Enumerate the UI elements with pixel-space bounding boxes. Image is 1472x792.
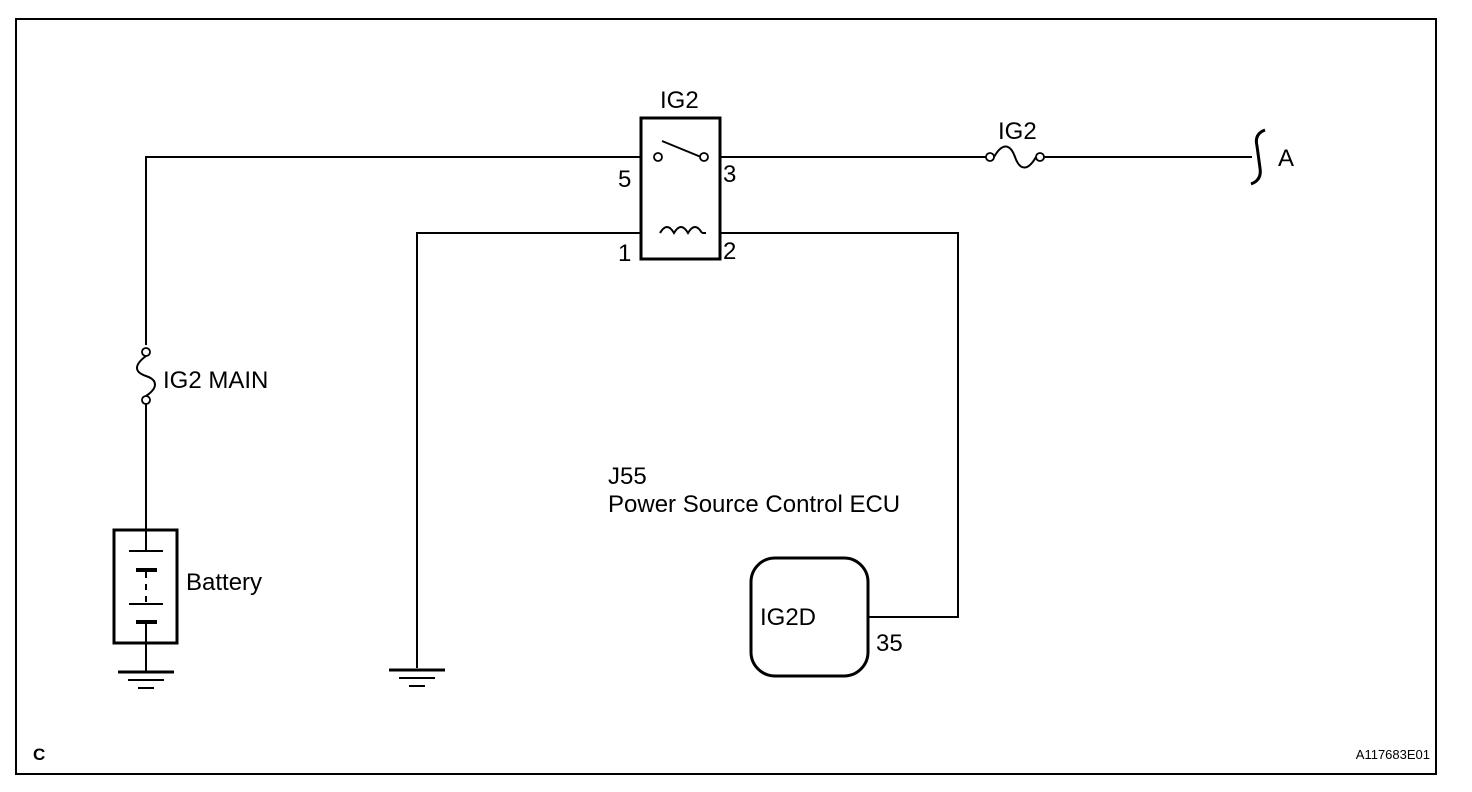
connector-a-icon xyxy=(1250,128,1266,186)
fuse-terminal-left xyxy=(985,152,995,162)
figure-code: A117683E01 xyxy=(1356,747,1430,762)
corner-letter: C xyxy=(33,745,45,764)
relay-title: IG2 xyxy=(660,87,699,114)
wire-main-to-relay-pin5 xyxy=(145,156,656,345)
battery-label: Battery xyxy=(186,569,262,596)
wire-relay-pin2-to-ecu xyxy=(704,232,959,618)
relay-pin-1: 1 xyxy=(618,240,631,267)
ig2-main-fuse-label: IG2 MAIN xyxy=(163,367,268,394)
relay-terminal-3 xyxy=(699,152,709,162)
relay-terminal-5 xyxy=(653,152,663,162)
connector-a-label: A xyxy=(1278,145,1294,172)
relay-pin-3: 3 xyxy=(723,161,736,188)
battery-ground-icon xyxy=(118,670,174,689)
diagram-frame xyxy=(15,18,1437,775)
fuse-terminal-right xyxy=(1035,152,1045,162)
relay-pin-5: 5 xyxy=(618,166,631,193)
ecu-name: Power Source Control ECU xyxy=(608,491,900,518)
fuse-element-icon xyxy=(993,145,1037,169)
wire-relay-pin1-to-ground xyxy=(416,232,660,668)
ecu-terminal-pin: 35 xyxy=(876,630,903,657)
relay-body xyxy=(639,116,722,261)
ecu-terminal-box xyxy=(749,556,870,678)
ig2-fuse-label: IG2 xyxy=(998,118,1037,145)
relay-pin-2: 2 xyxy=(723,238,736,265)
main-fuse-element-icon xyxy=(136,355,156,397)
ig2-main-fuse xyxy=(136,347,156,530)
ig2-fuse xyxy=(985,145,1045,169)
main-fuse-terminal-bottom xyxy=(141,395,151,405)
relay-coil-icon xyxy=(659,226,703,235)
ecu-code: J55 xyxy=(608,463,647,490)
ig2-relay xyxy=(639,116,722,261)
battery xyxy=(112,528,179,672)
ecu-terminal-name: IG2D xyxy=(760,604,816,631)
relay-ground-icon xyxy=(389,668,445,687)
relay-switch-contact xyxy=(661,140,702,158)
main-fuse-terminal-top xyxy=(141,347,151,357)
